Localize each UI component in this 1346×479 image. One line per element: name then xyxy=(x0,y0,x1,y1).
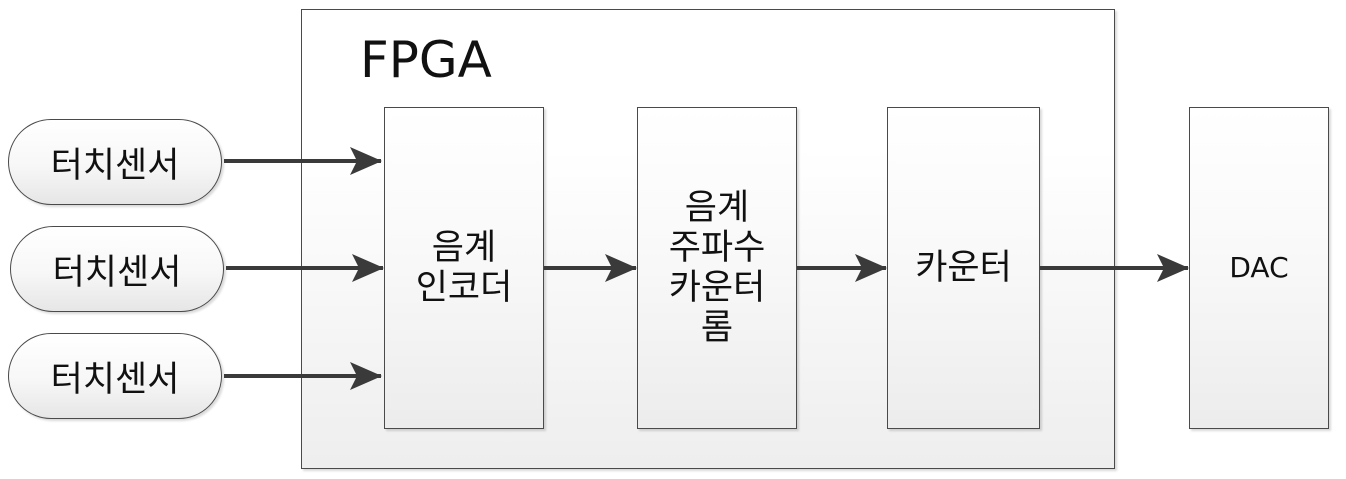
counter-block: 카운터 xyxy=(887,107,1040,429)
encoder-label-line-1: 음계 xyxy=(431,228,497,268)
dac-label: DAC xyxy=(1229,251,1289,284)
touch-sensor-2: 터치센서 xyxy=(10,226,224,312)
fpga-title: FPGA xyxy=(360,31,492,89)
freq-counter-rom-block: 음계 주파수 카운터 롬 xyxy=(637,107,797,429)
touch-sensor-2-label: 터치센서 xyxy=(52,252,182,293)
counter-label: 카운터 xyxy=(915,248,1012,288)
freq-counter-rom-label-line-1: 음계 xyxy=(684,188,750,228)
touch-sensor-3-label: 터치센서 xyxy=(50,359,180,400)
freq-counter-rom-label-line-2: 주파수 xyxy=(668,228,766,268)
freq-counter-rom-label-line-4: 롬 xyxy=(700,308,734,348)
dac-block: DAC xyxy=(1189,107,1329,429)
encoder-block: 음계 인코더 xyxy=(384,107,544,429)
freq-counter-rom-label-line-3: 카운터 xyxy=(668,268,766,308)
touch-sensor-1: 터치센서 xyxy=(8,119,222,205)
encoder-label-line-2: 인코더 xyxy=(415,268,513,308)
touch-sensor-3: 터치센서 xyxy=(8,333,222,419)
touch-sensor-1-label: 터치센서 xyxy=(50,145,180,186)
